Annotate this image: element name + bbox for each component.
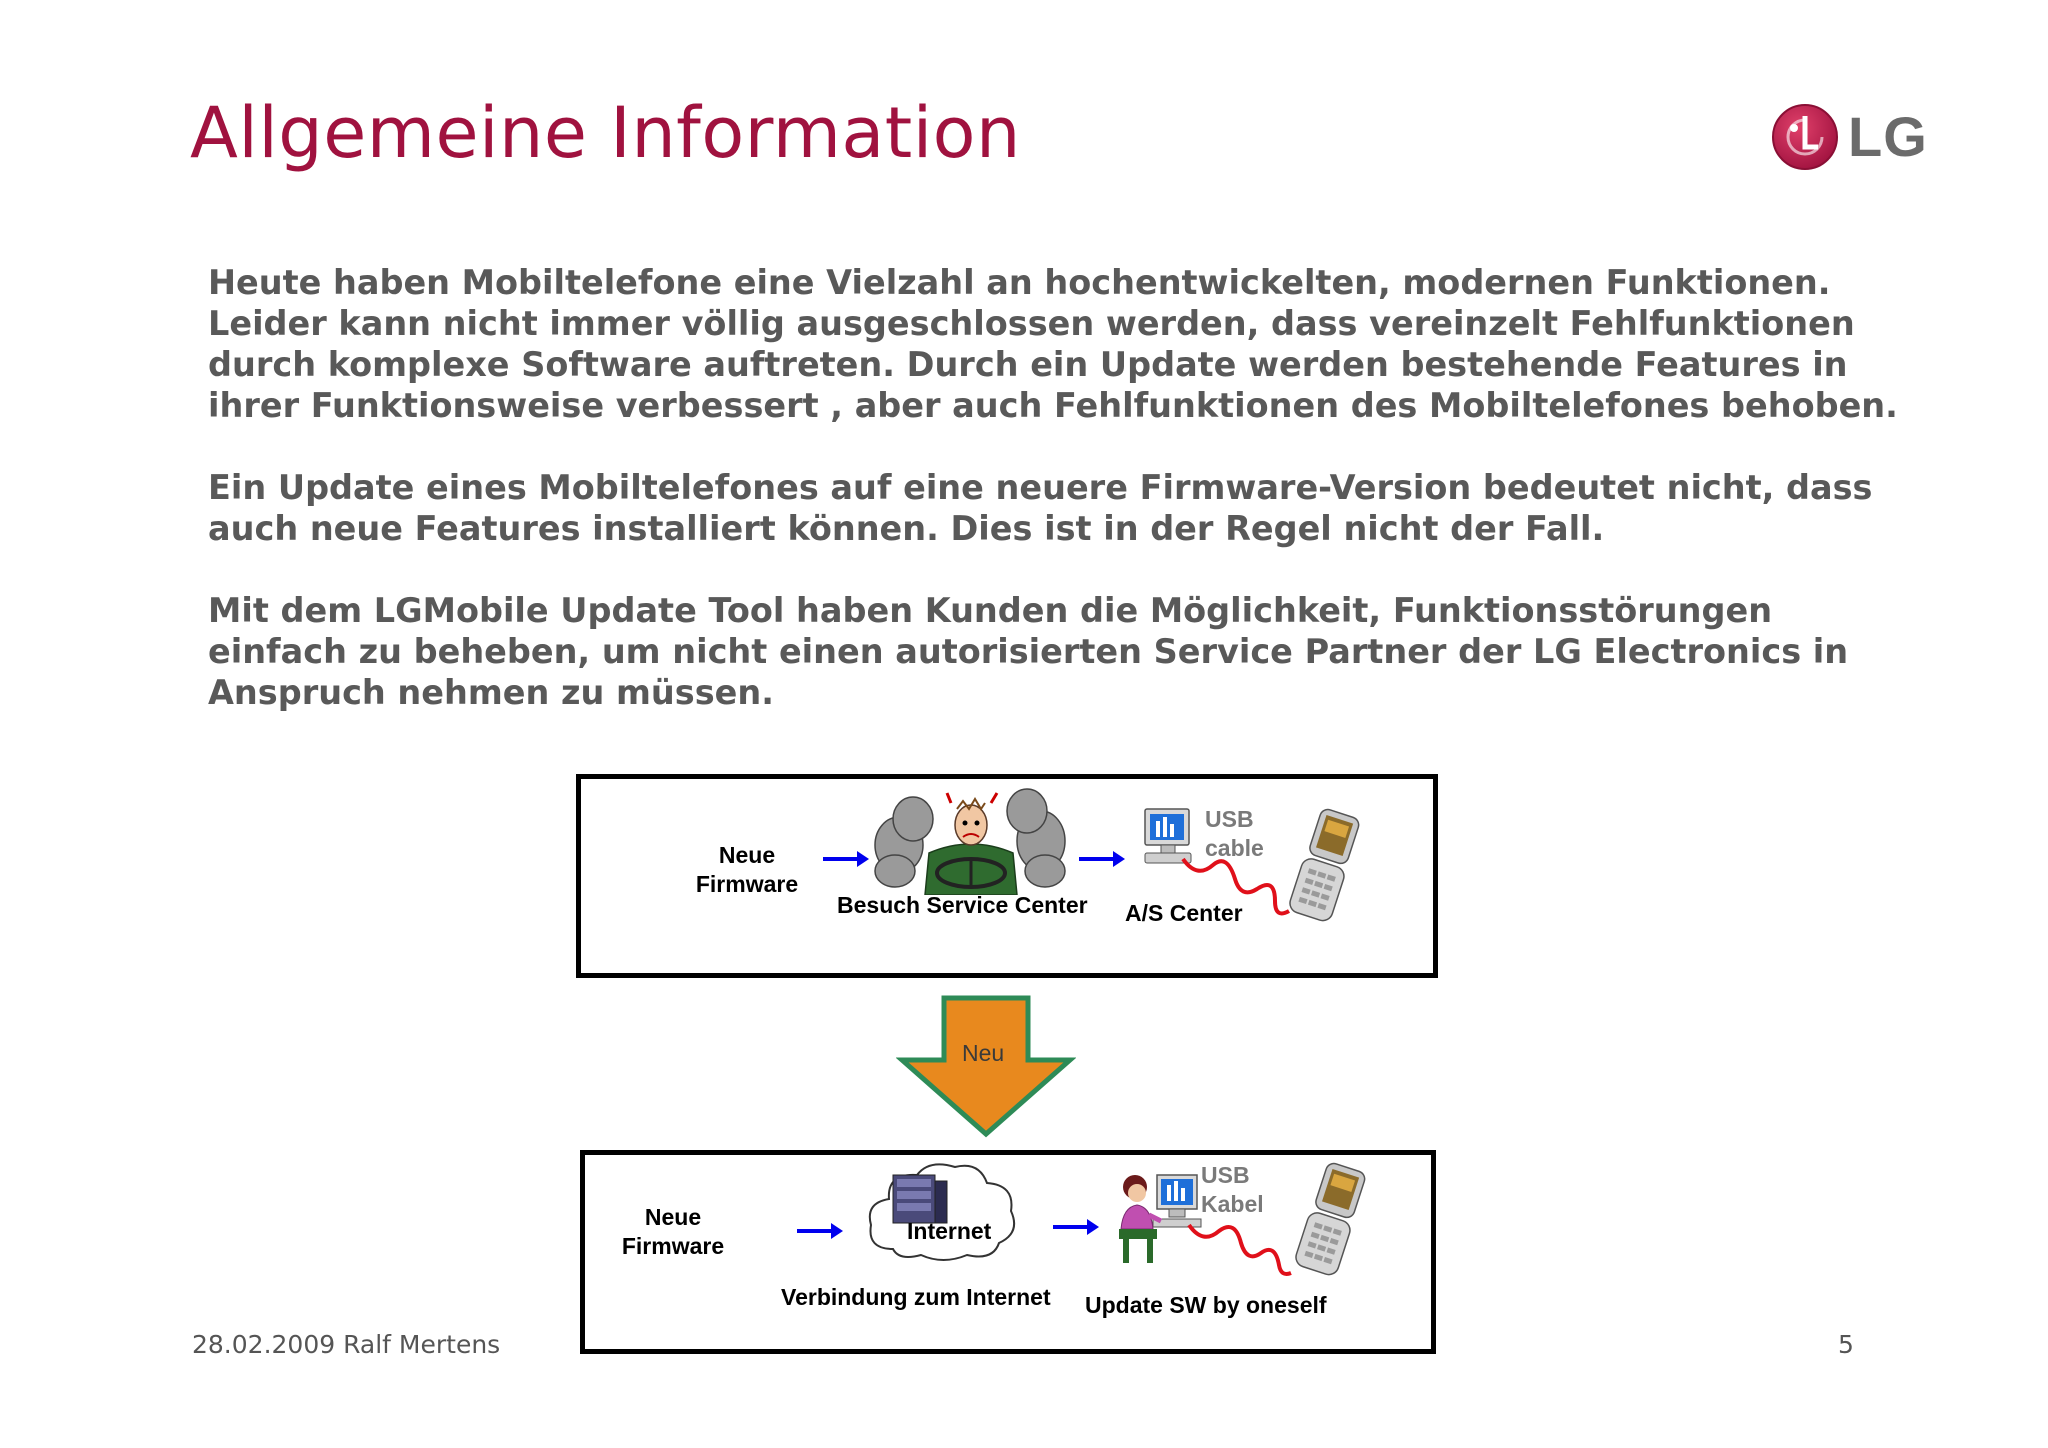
right-arrow-icon	[823, 851, 869, 867]
paragraph-2: Ein Update eines Mobiltelefones auf eine…	[208, 468, 1873, 548]
down-arrow-icon	[896, 995, 1076, 1138]
new-firmware-line1: Neue	[644, 1204, 702, 1230]
new-label: Neu	[962, 1040, 1005, 1066]
usb-kabel-label: USB Kabel	[1201, 1161, 1264, 1219]
new-firmware-line2: Firmware	[621, 1233, 725, 1259]
lg-logo: LG	[1770, 102, 1928, 172]
slide-title: Allgemeine Information	[190, 92, 1021, 174]
user-at-computer-icon	[1119, 1174, 1202, 1263]
footer-date-author: 28.02.2009 Ralf Mertens	[192, 1330, 501, 1359]
angry-driver-icon	[874, 788, 1066, 895]
usb-line2: cable	[1205, 835, 1264, 861]
usb-line2: Kabel	[1201, 1191, 1264, 1217]
usb-cable-label: USB cable	[1205, 805, 1264, 863]
computer-icon	[1144, 808, 1192, 864]
internet-connection-label: Verbindung zum Internet	[781, 1284, 1051, 1310]
cloud-server-icon	[868, 1163, 1015, 1261]
lg-logo-text: LG	[1848, 105, 1928, 168]
mobile-phone-icon	[1295, 1162, 1366, 1276]
lg-face-icon	[1772, 104, 1838, 170]
old-firmware-label: Neue Firmware	[667, 841, 827, 899]
update-software-label: Update SW by oneself	[1085, 1292, 1327, 1318]
usb-cable-icon	[1187, 1223, 1292, 1276]
internet-label: Internet	[907, 1218, 992, 1244]
old-firmware-line1: Neue	[718, 842, 776, 868]
right-arrow-icon	[1079, 851, 1125, 867]
as-center-label: A/S Center	[1125, 900, 1243, 926]
usb-line1: USB	[1205, 806, 1254, 832]
body-text: Heute haben Mobiltelefone eine Vielzahl …	[208, 262, 1948, 754]
right-arrow-icon	[797, 1223, 843, 1239]
paragraph-1: Heute haben Mobiltelefone eine Vielzahl …	[208, 263, 1898, 425]
new-process-box: Neue Firmware Internet Verbindung zum In…	[580, 1150, 1436, 1354]
usb-cable-icon	[1181, 857, 1290, 916]
mobile-phone-icon	[1289, 808, 1360, 922]
new-firmware-label: Neue Firmware	[593, 1203, 753, 1261]
old-process-box: Neue Firmware Besuch Service Center	[576, 774, 1438, 978]
old-firmware-line2: Firmware	[695, 871, 799, 897]
right-arrow-icon	[1053, 1219, 1099, 1235]
visit-service-center-label: Besuch Service Center	[837, 892, 1088, 918]
paragraph-3: Mit dem LGMobile Update Tool haben Kunde…	[208, 591, 1849, 712]
usb-line1: USB	[1201, 1162, 1250, 1188]
page-number: 5	[1838, 1330, 1854, 1359]
